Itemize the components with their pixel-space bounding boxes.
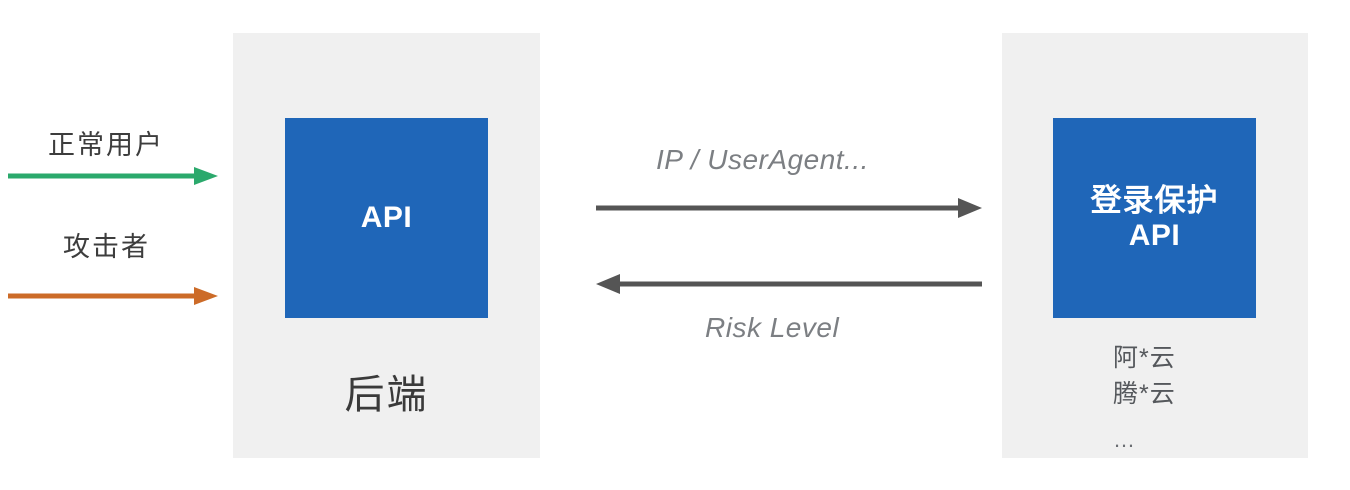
request-arrow-icon <box>596 198 982 218</box>
normal-user-arrow-icon <box>8 167 218 185</box>
login-protection-api-box-line1: 登录保护 <box>1090 182 1219 218</box>
attacker-label: 攻击者 <box>63 232 150 262</box>
response-arrow-icon <box>596 274 982 294</box>
login-protection-api-box[interactable]: 登录保护 API <box>1053 118 1256 318</box>
vendor-list-ellipsis: … <box>1113 427 1138 452</box>
vendor-list: 阿*云 腾*云 … <box>1113 341 1176 455</box>
normal-user-label: 正常用户 <box>48 130 164 160</box>
backend-api-box[interactable]: API <box>285 118 488 318</box>
backend-caption: 后端 <box>344 373 429 417</box>
response-flow-label: Risk Level <box>705 312 840 343</box>
request-flow-label: IP / UserAgent... <box>656 144 869 175</box>
attacker-arrow-icon <box>8 287 218 305</box>
vendor-list-item: 腾*云 <box>1113 379 1176 408</box>
vendor-list-item: 阿*云 <box>1113 344 1176 372</box>
backend-api-box-label: API <box>360 201 413 235</box>
login-protection-api-box-line2: API <box>1128 218 1181 252</box>
